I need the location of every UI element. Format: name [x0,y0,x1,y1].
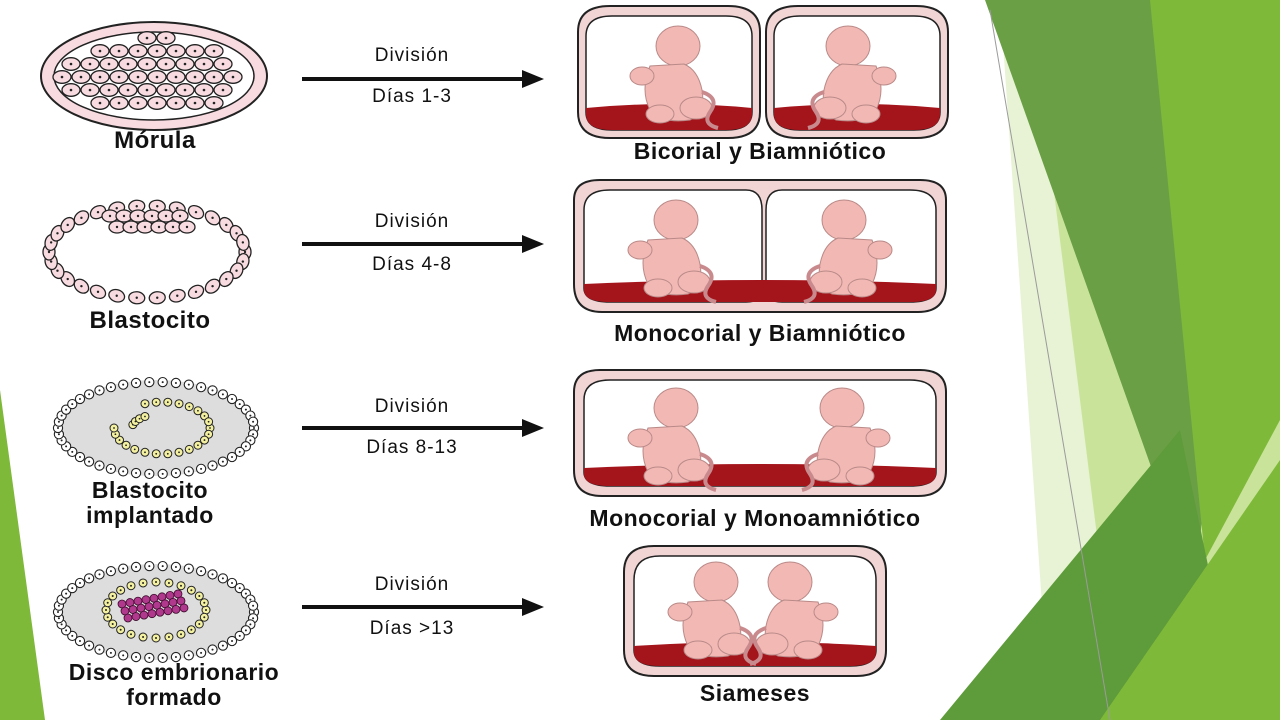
conjoined-twins-illustration [623,545,887,677]
days-label-2: Días 4-8 [372,254,452,275]
implanted-blastocyst-illustration [52,376,260,480]
fetus-icon [749,561,839,666]
fetus-icon [807,25,897,130]
stage-label-line-1: Disco embrionario [68,659,280,685]
embryonic-disc-illustration [52,560,260,664]
right-mid-shape-top [1150,0,1280,560]
monocorial-monoamniotic-illustration [573,369,947,497]
days-label-3: Días 8-13 [366,437,458,458]
morula-illustration [40,21,268,131]
fetus-icon [667,561,757,666]
sac-left [577,5,761,139]
fetus-icon [627,387,717,492]
division-label-1: División [374,45,450,66]
stage-label-morula: Mórula [114,127,196,154]
stage-label-disco-embrionario: Disco embrionario formado [14,660,334,710]
result-label-4: Siameses [699,680,811,706]
left-green-stripe [0,390,45,720]
blastocyst-illustration [42,199,252,305]
bicorial-sacs-illustration [577,5,949,139]
right-arrow-icon [302,235,544,253]
monocorial-biamniotic-illustration [573,179,947,313]
result-label-3: Monocorial y Monoamniótico [589,505,921,531]
fetus-icon [627,199,717,304]
right-arrow-icon [302,598,544,616]
days-label-4: Días >13 [369,618,455,639]
stage-label-line-2: implantado [86,502,214,528]
division-label-2: División [374,211,450,232]
division-label-4: División [374,574,450,595]
right-arrow-icon [302,70,544,88]
result-label-2: Monocorial y Biamniótico [614,320,906,346]
stage-label-blastocito: Blastocito [89,307,211,334]
stage-label-line-1: Blastocito [91,477,209,503]
days-label-1: Días 1-3 [372,86,452,107]
division-label-3: División [374,396,450,417]
result-label-1: Bicorial y Biamniótico [633,138,887,164]
stage-label-blastocito-implantado: Blastocito implantado [40,478,260,528]
fetus-icon [803,199,893,304]
thin-line [989,9,1111,720]
fetus-icon [801,387,891,492]
right-mid-shape-bottom [1100,460,1280,720]
fetus-icon [629,25,719,130]
sac-right [765,5,949,139]
stage-label-line-2: formado [126,684,222,710]
right-arrow-icon [302,419,544,437]
